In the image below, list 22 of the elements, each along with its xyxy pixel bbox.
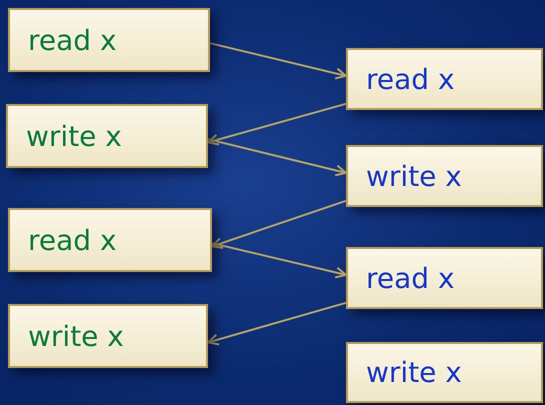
process-box: [346, 342, 543, 403]
process-box: [346, 247, 543, 309]
process-box: [8, 8, 210, 72]
arrow: [212, 242, 347, 278]
box-label: read x: [28, 24, 117, 56]
arrow: [207, 302, 346, 346]
box-label: write x: [366, 160, 462, 192]
box-label: write x: [26, 120, 122, 152]
box-label: read x: [366, 262, 455, 294]
box-label: read x: [366, 62, 455, 96]
box-label: write x: [28, 320, 124, 352]
arrow: [211, 200, 346, 249]
arrow: [208, 138, 347, 176]
process-box: [346, 48, 543, 110]
process-box: [8, 208, 212, 272]
arrow: [207, 102, 346, 146]
process-box: [8, 304, 208, 368]
process-box: [346, 145, 543, 207]
arrow: [210, 42, 347, 80]
box-label: read x: [28, 224, 117, 256]
box-label: write x: [366, 356, 462, 389]
process-box: [6, 104, 208, 168]
